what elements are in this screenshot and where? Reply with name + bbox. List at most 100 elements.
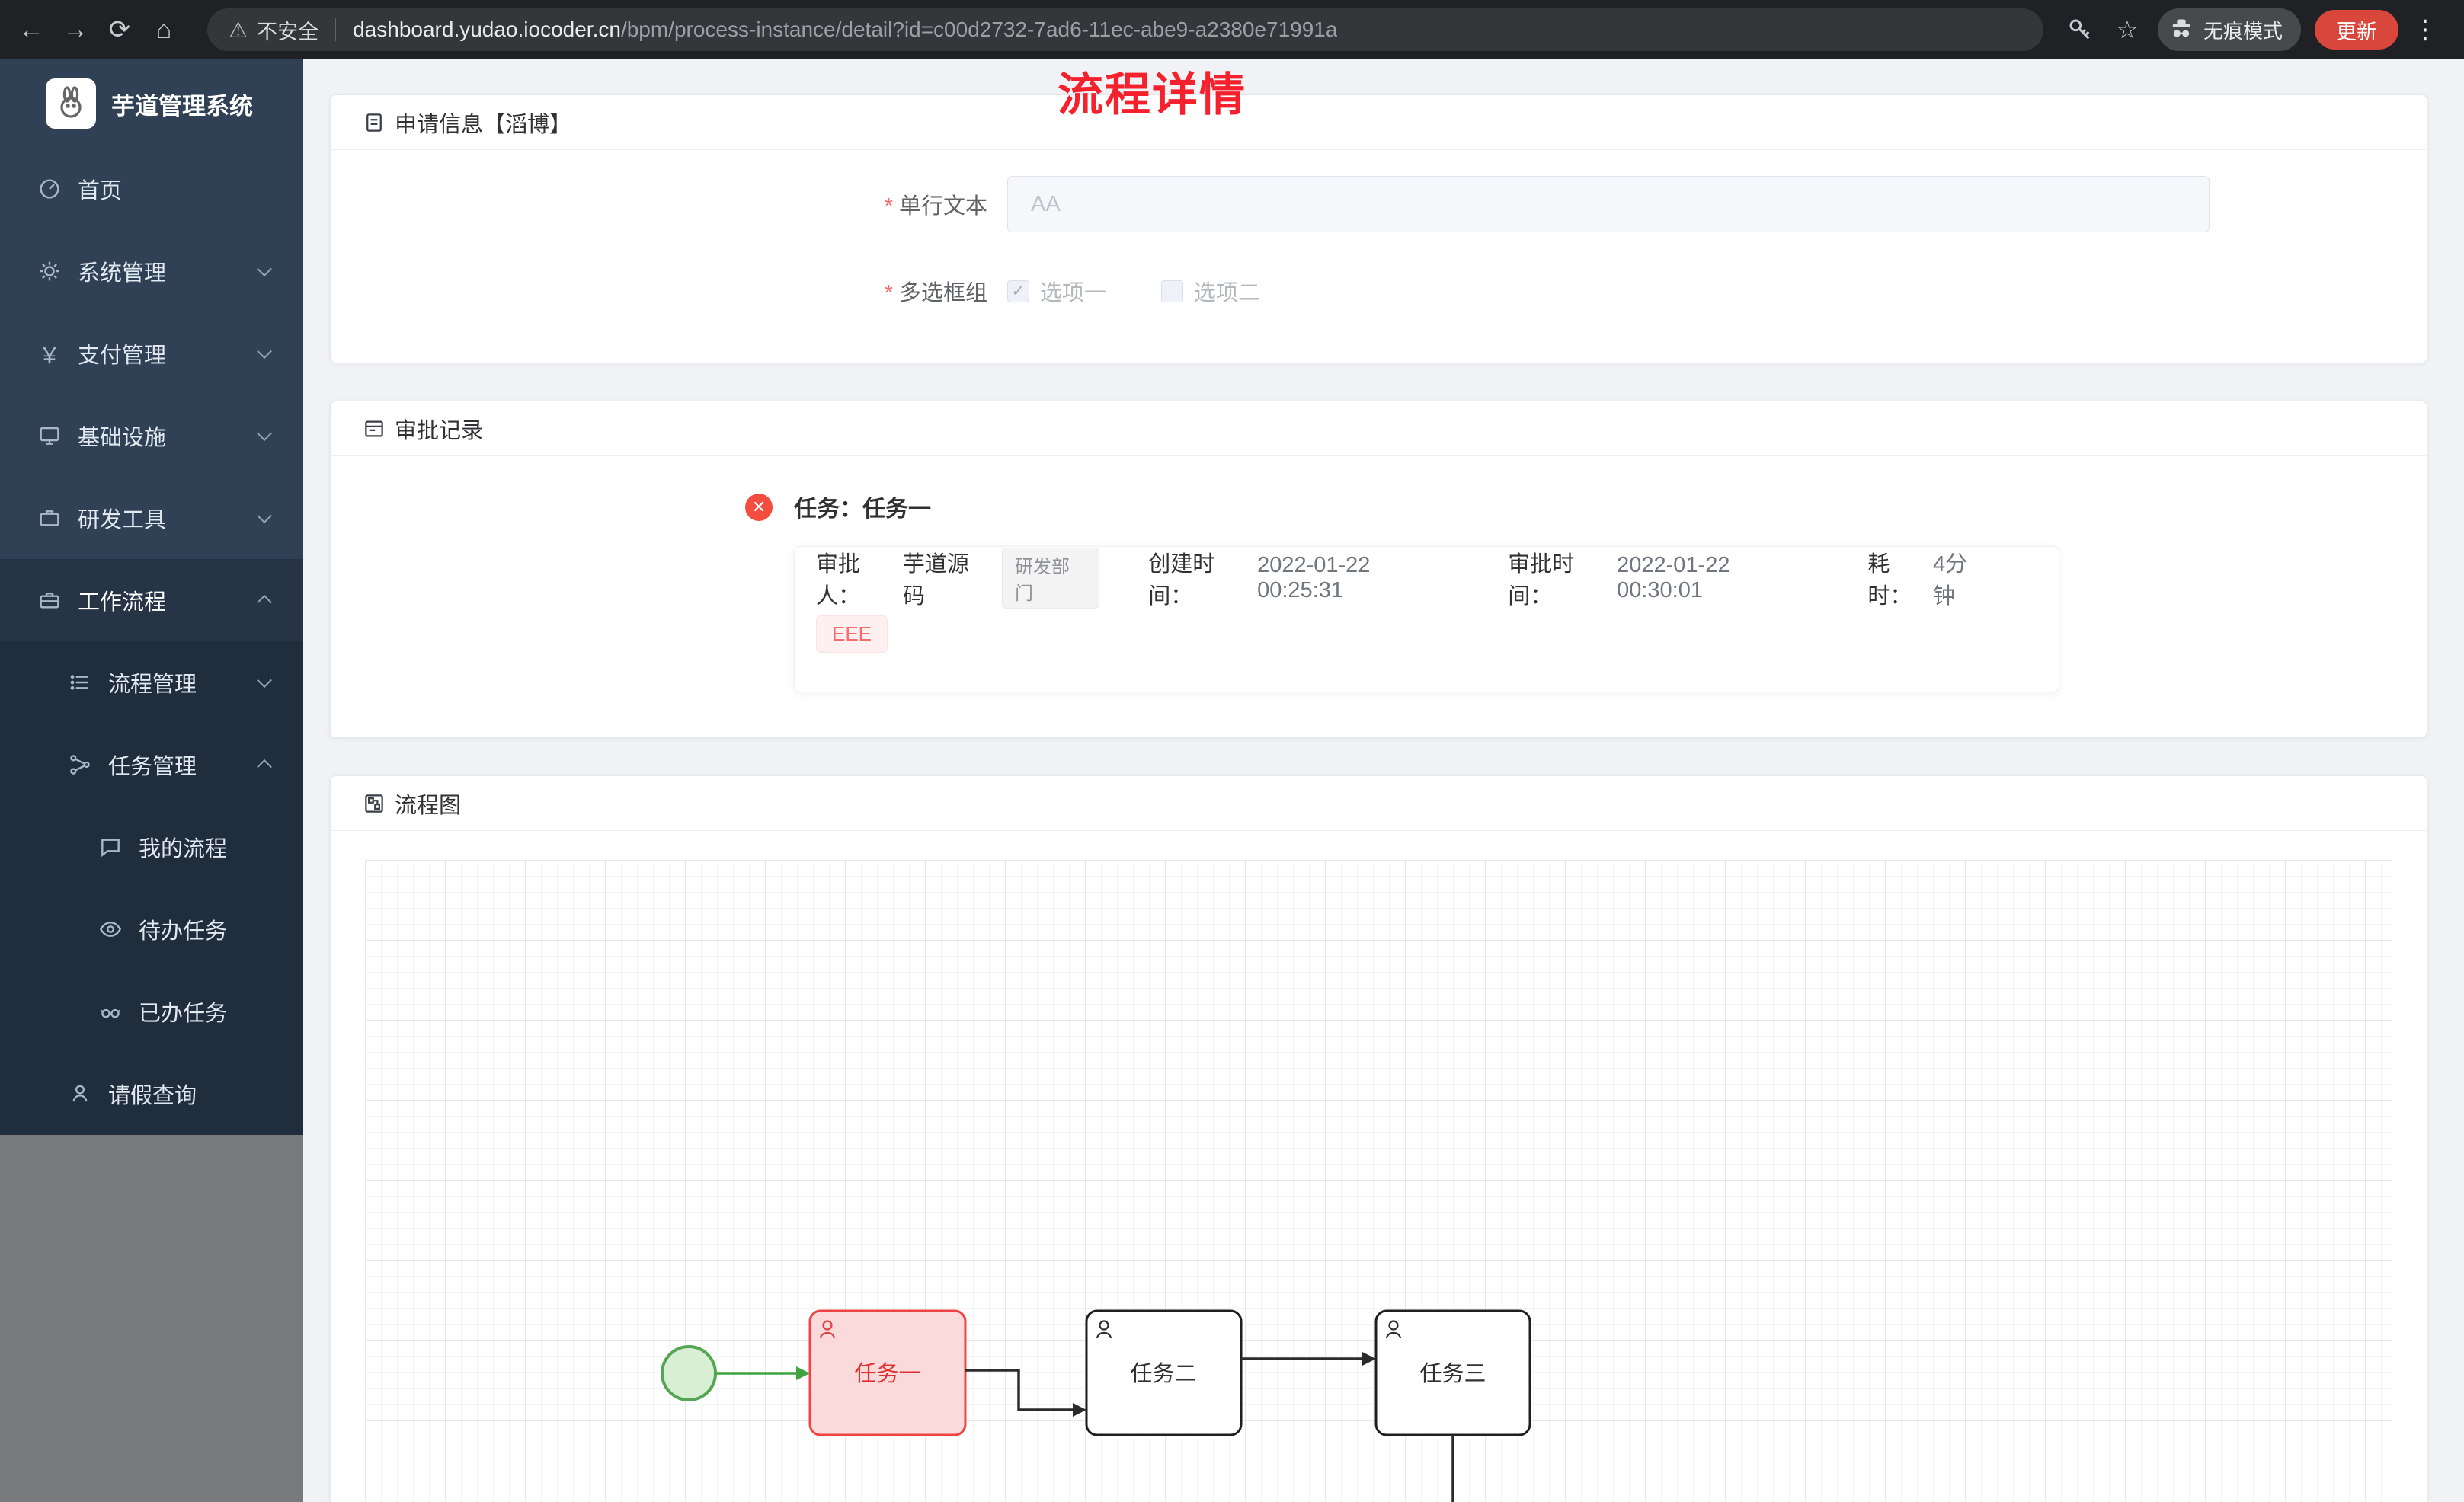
approve-time-value: 2022-01-22 00:30:01 [1617, 553, 1730, 602]
checkbox-option-2: 选项二 [1161, 275, 1260, 307]
sidebar-item-label: 任务管理 [108, 755, 197, 779]
required-asterisk: * [884, 281, 893, 305]
checkbox-icon [1161, 280, 1184, 302]
chat-bubble-icon [96, 832, 125, 861]
chevron-down-icon [257, 426, 272, 442]
key-icon[interactable] [2063, 13, 2097, 46]
sidebar-item-done-tasks[interactable]: 已办任务 [0, 970, 303, 1053]
briefcase-icon [35, 503, 64, 532]
chevron-down-icon [257, 673, 272, 689]
task-node-label: 任务一 [854, 1361, 920, 1386]
duration-group: 耗时： 4分钟 [1867, 546, 1989, 610]
sidebar-empty-area [0, 1135, 303, 1502]
sidebar-item-label: 研发工具 [78, 508, 167, 532]
checkbox-group: 选项一 选项二 [1007, 275, 1315, 307]
app-title: 芋道管理系统 [111, 92, 253, 120]
sidebar-item-payment[interactable]: ￥ 支付管理 [0, 312, 303, 395]
create-time-label: 创建时间： [1148, 552, 1215, 609]
sidebar-item-process-management[interactable]: 流程管理 [0, 641, 303, 724]
url-domain: dashboard.yudao.iocoder.cn [353, 18, 621, 41]
sidebar-logo-row[interactable]: 芋道管理系统 [0, 59, 303, 148]
sidebar-item-leave-query[interactable]: 请假查询 [0, 1053, 303, 1135]
reload-icon[interactable]: ⟳ [108, 15, 131, 44]
person-icon [66, 1079, 94, 1108]
checkbox-option-label: 选项一 [1040, 281, 1107, 305]
user-task-icon [1385, 1320, 1402, 1339]
approve-time-group: 审批时间： 2022-01-22 00:30:01 [1508, 546, 1819, 610]
branch-icon [66, 750, 94, 779]
url-text: dashboard.yudao.iocoder.cn/bpm/process-i… [353, 18, 1337, 42]
approval-comment-tag: EEE [816, 615, 888, 653]
sidebar-item-label: 工作流程 [78, 590, 167, 615]
sidebar-item-label: 我的流程 [139, 837, 228, 861]
sidebar-item-label: 基础设施 [78, 426, 167, 450]
sidebar-item-label: 已办任务 [139, 1002, 228, 1026]
main-content: 流程详情 申请信息【滔博】 *单行文本 *多选框组 选项一 [303, 59, 2464, 1502]
rabbit-logo-icon [60, 86, 82, 118]
sidebar-item-system[interactable]: 系统管理 [0, 230, 303, 312]
user-task-icon [819, 1320, 836, 1339]
approval-records-card-header: 审批记录 [331, 401, 2427, 456]
browser-toolbar: ← → ⟳ ⌂ ⚠ 不安全 dashboard.yudao.iocoder.cn… [0, 0, 2464, 59]
apply-form: *单行文本 *多选框组 选项一 选项二 [331, 150, 2427, 319]
address-divider [335, 18, 337, 41]
document-icon [363, 111, 386, 134]
monitor-icon [35, 421, 64, 450]
diagram-icon [363, 792, 386, 815]
approval-records-card-title: 审批记录 [395, 418, 484, 443]
chevron-down-icon [257, 344, 272, 360]
task-rejected-status-icon: ✕ [745, 494, 773, 521]
task-node-2[interactable]: 任务二 [1085, 1309, 1243, 1436]
duration-label: 耗时： [1867, 552, 1912, 609]
menu-kebab-icon[interactable]: ⋮ [2412, 15, 2439, 44]
task-node-label: 任务二 [1130, 1361, 1196, 1386]
list-icon [66, 668, 94, 697]
task-title: 任务：任务一 [794, 497, 931, 522]
bpmn-canvas[interactable]: 任务一 任务二 [365, 860, 2392, 1502]
apply-info-card-header: 申请信息【滔博】 [331, 95, 2427, 150]
arrowhead [1362, 1352, 1376, 1366]
bookmark-star-icon[interactable]: ☆ [2116, 16, 2139, 43]
address-bar[interactable]: ⚠ 不安全 dashboard.yudao.iocoder.cn/bpm/pro… [207, 8, 2043, 51]
chevron-down-icon [257, 261, 272, 277]
flow-task1-to-task2 [965, 1369, 1074, 1411]
approver-name: 芋道源码 [902, 552, 969, 609]
sidebar-item-label: 请假查询 [108, 1084, 197, 1108]
back-icon[interactable]: ← [18, 14, 44, 44]
chevron-down-icon [257, 508, 272, 524]
dashboard-icon [35, 174, 64, 203]
task-node-3[interactable]: 任务三 [1374, 1309, 1531, 1436]
sidebar-item-home[interactable]: 首页 [0, 148, 303, 230]
sidebar-item-task-management[interactable]: 任务管理 [0, 724, 303, 806]
single-line-text-input [1007, 176, 2210, 232]
sidebar-item-dev-tools[interactable]: 研发工具 [0, 477, 303, 559]
sidebar-item-my-processes[interactable]: 我的流程 [0, 806, 303, 888]
sidebar-item-todo-tasks[interactable]: 待办任务 [0, 888, 303, 970]
sidebar-item-label: 系统管理 [78, 261, 167, 286]
arrowhead [1073, 1403, 1086, 1417]
task-node-1[interactable]: 任务一 [808, 1309, 967, 1436]
sidebar-item-label: 支付管理 [78, 344, 167, 368]
text-field-row: *单行文本 [331, 176, 2427, 232]
apply-info-card: 申请信息【滔博】 *单行文本 *多选框组 选项一 选项二 [330, 94, 2427, 363]
start-event-node[interactable] [661, 1345, 717, 1401]
sidebar-item-infrastructure[interactable]: 基础设施 [0, 395, 303, 477]
create-time-group: 创建时间： 2022-01-22 00:25:31 [1148, 546, 1459, 610]
incognito-label: 无痕模式 [2203, 19, 2283, 43]
workflow-briefcase-icon [35, 586, 64, 615]
eye-icon [96, 915, 125, 944]
not-secure-warning-icon: ⚠ [229, 18, 248, 42]
forward-icon[interactable]: → [62, 14, 88, 44]
checkbox-icon [1007, 280, 1029, 302]
home-icon[interactable]: ⌂ [155, 14, 172, 44]
security-label: 不安全 [257, 20, 319, 43]
task-node-label: 任务三 [1419, 1361, 1486, 1386]
required-asterisk: * [884, 194, 893, 219]
browser-update-button[interactable]: 更新 [2315, 10, 2399, 50]
checkbox-field-label: *多选框组 [884, 281, 987, 305]
toolbar-right-group: ☆ 无痕模式 更新 ⋮ [2063, 8, 2439, 51]
create-time-value: 2022-01-22 00:25:31 [1257, 553, 1371, 602]
glasses-icon [96, 997, 125, 1026]
bpmn-diagram: 任务一 任务二 [661, 1309, 1531, 1502]
sidebar-item-workflow[interactable]: 工作流程 [0, 559, 303, 641]
